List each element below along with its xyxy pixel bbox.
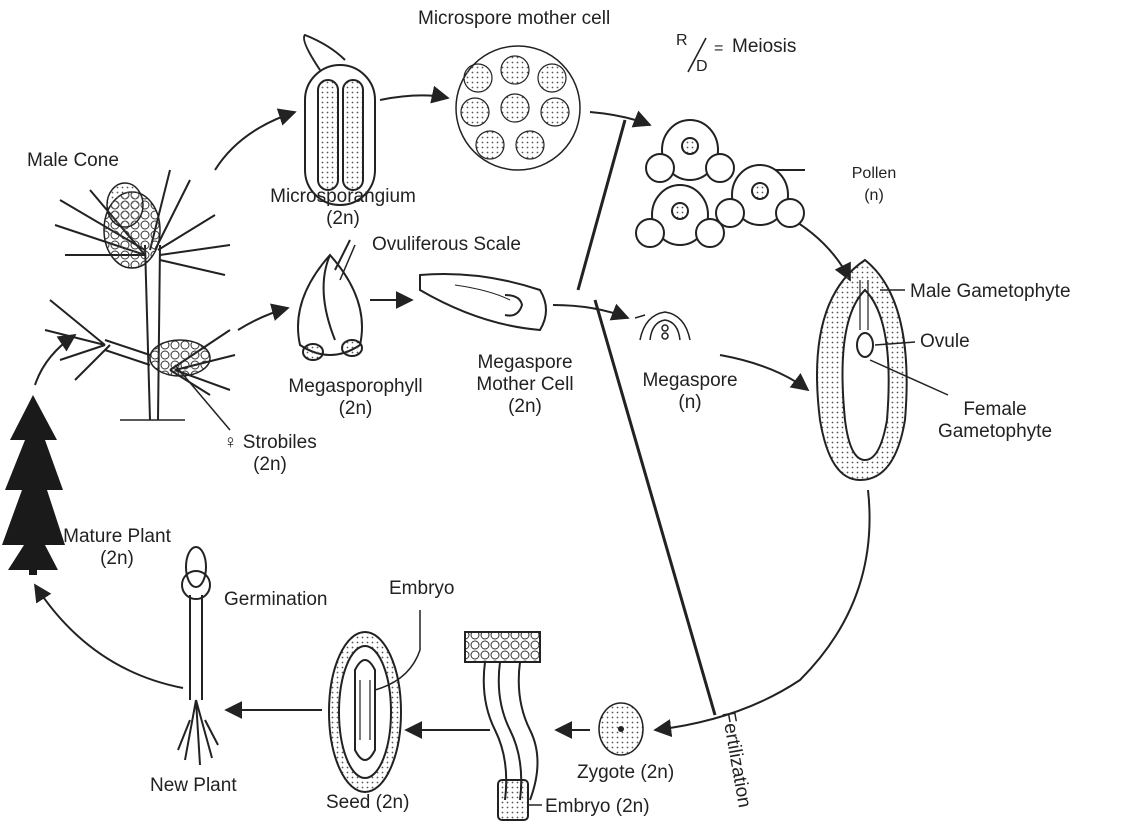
male-cone-tip — [107, 183, 143, 227]
megaspore-mother-line1: Megaspore — [455, 352, 595, 374]
label-ovuliferous-scale: Ovuliferous Scale — [372, 234, 521, 256]
female-gametophyte-line2: Gametophyte — [935, 421, 1055, 443]
megaspore-drawing — [640, 312, 690, 340]
label-new-plant: New Plant — [150, 775, 237, 797]
megaspore-name: Megaspore — [625, 370, 755, 392]
zygote-drawing — [599, 703, 643, 755]
label-germination: Germination — [224, 589, 328, 611]
label-male-gametophyte: Male Gametophyte — [910, 281, 1071, 303]
label-pollen: Pollen (n) — [844, 163, 904, 207]
label-embryo-seed: Embryo — [389, 578, 454, 600]
arrow-strobile-to-megasporophyll — [238, 308, 288, 330]
label-male-cone: Male Cone — [27, 150, 119, 172]
strobiles-name: ♀ Strobiles — [210, 432, 330, 454]
label-microsporangium: Microsporangium (2n) — [248, 186, 438, 230]
label-zygote: Zygote (2n) — [577, 762, 674, 784]
meiosis-line — [578, 120, 625, 290]
embryo-2n-drawing — [465, 632, 540, 820]
seed-drawing — [329, 632, 401, 792]
arrow-scale-to-megaspore — [553, 305, 628, 318]
arrow-newplant-to-mature — [35, 585, 183, 688]
meiosis-equals: = — [714, 38, 723, 60]
arrow-cone-to-microsporangium — [215, 112, 295, 170]
arrow-mmc-to-pollen — [590, 112, 650, 125]
microsporangium-drawing — [304, 35, 375, 205]
megaspore-mother-ploidy: (2n) — [455, 396, 595, 418]
megaspore-mother-cell-drawing — [420, 274, 546, 330]
megasporophyll-drawing — [298, 240, 362, 360]
label-female-gametophyte: Female Gametophyte — [935, 399, 1055, 443]
meiosis-d: D — [696, 56, 708, 78]
label-strobiles: ♀ Strobiles (2n) — [210, 432, 330, 476]
label-ovule: Ovule — [920, 331, 970, 353]
megasporophyll-name: Megasporophyll — [268, 376, 443, 398]
arrow-ovule-to-zygote — [655, 490, 870, 730]
mature-plant-name: Mature Plant — [42, 526, 192, 548]
label-microspore-mother-cell: Microspore mother cell — [418, 8, 610, 30]
megaspore-mother-line2: Mother Cell — [455, 374, 595, 396]
label-megaspore: Megaspore (n) — [625, 370, 755, 414]
strobiles-ploidy: (2n) — [210, 454, 330, 476]
meiosis-label: Meiosis — [732, 36, 796, 58]
arrow-mature-to-cone — [35, 335, 75, 385]
meiosis-legend: R D = Meiosis — [676, 30, 816, 90]
fertilization-line — [595, 300, 715, 715]
label-mature-plant: Mature Plant (2n) — [42, 526, 192, 570]
megasporophyll-ploidy: (2n) — [268, 398, 443, 420]
microsporangium-name: Microsporangium — [248, 186, 438, 208]
microspore-mother-cells-drawing — [456, 46, 580, 170]
label-seed: Seed (2n) — [326, 792, 409, 814]
label-megaspore-mother-cell: Megaspore Mother Cell (2n) — [455, 352, 595, 418]
pollen-grains-drawing — [636, 120, 805, 247]
label-megasporophyll: Megasporophyll (2n) — [268, 376, 443, 420]
pollen-name: Pollen — [844, 163, 904, 185]
label-embryo-2n: Embryo (2n) — [545, 796, 650, 818]
female-gametophyte-line1: Female — [935, 399, 1055, 421]
pollen-ploidy: (n) — [844, 185, 904, 207]
microsporangium-ploidy: (2n) — [248, 208, 438, 230]
megaspore-ploidy: (n) — [625, 392, 755, 414]
new-plant-drawing — [178, 547, 218, 765]
arrow-microsporangium-to-mmc — [380, 95, 448, 100]
mature-plant-ploidy: (2n) — [42, 548, 192, 570]
